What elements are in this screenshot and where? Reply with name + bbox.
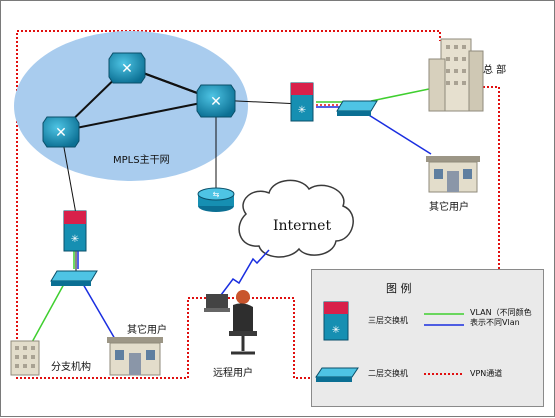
- vlan-links: [30, 88, 432, 345]
- svg-text:⇆: ⇆: [213, 190, 220, 199]
- legend-panel: 图 例 ✳ 三层交换机 二层交换机 VLAN（不同颜色表示不同Vlan VPN通…: [311, 269, 544, 407]
- router-icon: ✕: [108, 52, 146, 84]
- remote-user-icon: [204, 290, 257, 355]
- hq-label: 总 部: [483, 65, 507, 76]
- legend-icons: ✳: [315, 301, 464, 382]
- svg-text:✕: ✕: [55, 125, 67, 141]
- internet-label: Internet: [273, 218, 332, 234]
- l2-switch-icon: [315, 367, 359, 382]
- svg-text:✕: ✕: [210, 94, 222, 110]
- svg-text:✳: ✳: [298, 105, 306, 116]
- legend-vlan-label: VLAN（不同颜色表示不同Vlan: [470, 308, 532, 327]
- legend-l3-label: 三层交换机: [368, 316, 408, 325]
- other-user-right-label: 其它用户: [429, 202, 469, 213]
- l3-switch-icon: ✳: [323, 301, 349, 341]
- router-icon: ⇆: [197, 187, 235, 212]
- l2-switch-icon: [336, 100, 378, 116]
- building-icon: [428, 38, 484, 112]
- legend-vpn-label: VPN通道: [470, 369, 503, 378]
- branch-label: 分支机构: [51, 362, 91, 373]
- remote-user-label: 远程用户: [213, 368, 253, 379]
- l3-switch-icon: ✳: [290, 82, 314, 122]
- svg-text:✳: ✳: [332, 325, 340, 336]
- dialup-link: [220, 249, 270, 296]
- l2-switch-icon: [50, 270, 98, 286]
- storefront-icon: [107, 337, 163, 376]
- mpls-label: MPLS主干网: [113, 155, 170, 166]
- router-icon: ✕: [196, 84, 236, 118]
- svg-text:✕: ✕: [121, 61, 133, 77]
- other-user-left-label: 其它用户: [127, 325, 167, 336]
- building-icon: [10, 340, 40, 376]
- router-icon: ✕: [42, 116, 80, 148]
- l3-switch-icon: ✳: [63, 210, 87, 252]
- legend-l2-label: 二层交换机: [368, 369, 408, 378]
- svg-text:✳: ✳: [71, 234, 79, 245]
- legend-title: 图 例: [386, 282, 412, 295]
- storefront-icon: [426, 156, 480, 193]
- internet-cloud: [238, 179, 354, 258]
